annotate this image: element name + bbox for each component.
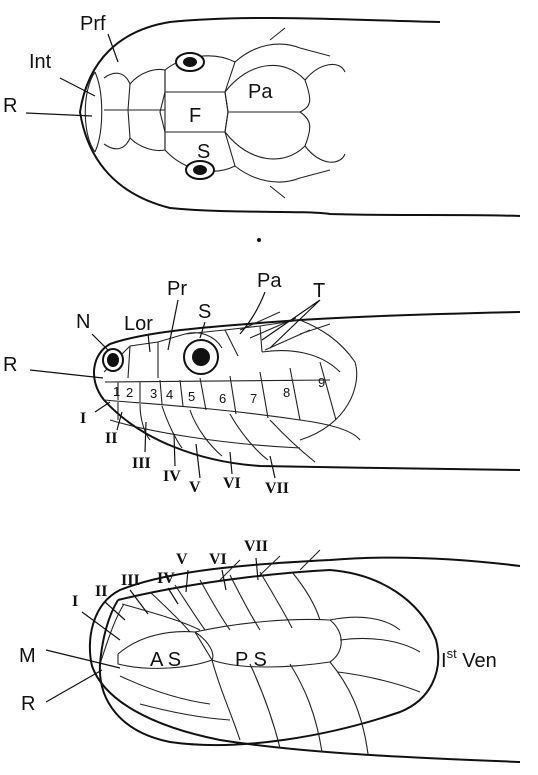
ventral-infralabial-label: VI [209, 551, 227, 568]
lateral-mouth-line [104, 400, 360, 440]
lateral-label-lor: Lor [124, 313, 153, 335]
supralabial-number: 2 [126, 385, 133, 400]
ventral-label-ps: P S [235, 649, 267, 671]
lateral-nostril [103, 349, 123, 371]
lateral-temporal-scales [240, 312, 330, 350]
ventral-infralabial-label: III [121, 572, 140, 589]
lateral-head-outline [94, 312, 520, 470]
ventral-leader-m [46, 650, 120, 668]
ventral-posterior-chin-shields [195, 620, 341, 668]
dorsal-eye-upper [176, 53, 204, 71]
ventral-infralabial-label: II [95, 583, 107, 600]
ventral-view: M R A S P S Ist Ven I II III IV V VI VII [19, 538, 520, 762]
figure-dot [257, 238, 261, 242]
dorsal-label-s: S [197, 141, 210, 163]
dorsal-label-r: R [3, 95, 17, 117]
lateral-label-n: N [76, 311, 90, 333]
ventral-infralabial-label: VII [244, 538, 268, 555]
ventral-label-r: R [21, 693, 35, 715]
lateral-eye [184, 340, 218, 374]
supralabial-number: 4 [166, 387, 173, 402]
supralabial-number: 9 [318, 375, 325, 390]
lateral-label-t: T [313, 280, 325, 302]
dorsal-parietal-scales [225, 65, 310, 159]
supralabial-number: 3 [150, 386, 157, 401]
lateral-leader-pr [168, 300, 178, 350]
dorsal-leader-r [26, 113, 92, 116]
lateral-infralabial-label: IV [163, 468, 181, 485]
supralabial-number: 1 [113, 384, 120, 399]
dorsal-label-f: F [189, 105, 201, 127]
lateral-leader-s [200, 322, 205, 338]
lateral-label-r: R [3, 354, 17, 376]
dorsal-label-prf: Prf [80, 13, 106, 35]
supralabial-number: 8 [283, 385, 290, 400]
lateral-label-pr: Pr [167, 278, 187, 300]
dorsal-label-int: Int [29, 51, 52, 73]
lateral-view: N Lor Pr S Pa T R 1 2 3 4 5 6 7 8 9 I II… [3, 270, 520, 497]
lateral-infralabial-label: I [80, 410, 86, 427]
ventral-leader-r [46, 670, 102, 702]
ventral-label-as: A S [150, 649, 181, 671]
ventral-infralabial-labels: I II III IV V VI VII [72, 538, 268, 610]
lateral-leader-r [30, 370, 103, 378]
first-ventral-superscript: st [447, 646, 458, 661]
ventral-infralabial-label: IV [157, 570, 175, 587]
lateral-leader-n [92, 334, 108, 350]
supralabial-number: 7 [250, 391, 257, 406]
lateral-label-pa: Pa [257, 270, 282, 292]
dorsal-view: Prf Int R Pa F S [3, 13, 520, 216]
lateral-infralabial-label: III [132, 455, 151, 472]
lateral-infralabial-label: VI [223, 475, 241, 492]
lateral-infralabial-label: II [105, 430, 117, 447]
first-ventral-rest: Ven [457, 650, 497, 672]
dorsal-prefrontal-scales [128, 70, 165, 151]
supralabial-number: 5 [188, 389, 195, 404]
lateral-supralabial-numbers: 1 2 3 4 5 6 7 8 9 [113, 375, 325, 406]
ventral-label-m: M [19, 645, 36, 667]
ventral-infralabial-label: V [176, 551, 188, 568]
ventral-infralabial-label: I [72, 593, 78, 610]
dorsal-eye-lower [186, 161, 214, 179]
supralabial-number: 6 [219, 391, 226, 406]
lateral-infralabial-label: V [189, 479, 201, 496]
ventral-label-first-ventral: Ist Ven [441, 646, 497, 672]
lateral-infralabial-label: VII [265, 480, 289, 497]
dorsal-leader-prf [108, 34, 118, 62]
lateral-label-s: S [198, 301, 211, 323]
lateral-infralabial-labels: I II III IV V VI VII [80, 410, 289, 497]
dorsal-body-scales [235, 28, 345, 198]
lateral-infralabial-row [110, 402, 315, 462]
dorsal-internasal-scales [104, 73, 130, 149]
dorsal-label-pa: Pa [248, 81, 273, 103]
